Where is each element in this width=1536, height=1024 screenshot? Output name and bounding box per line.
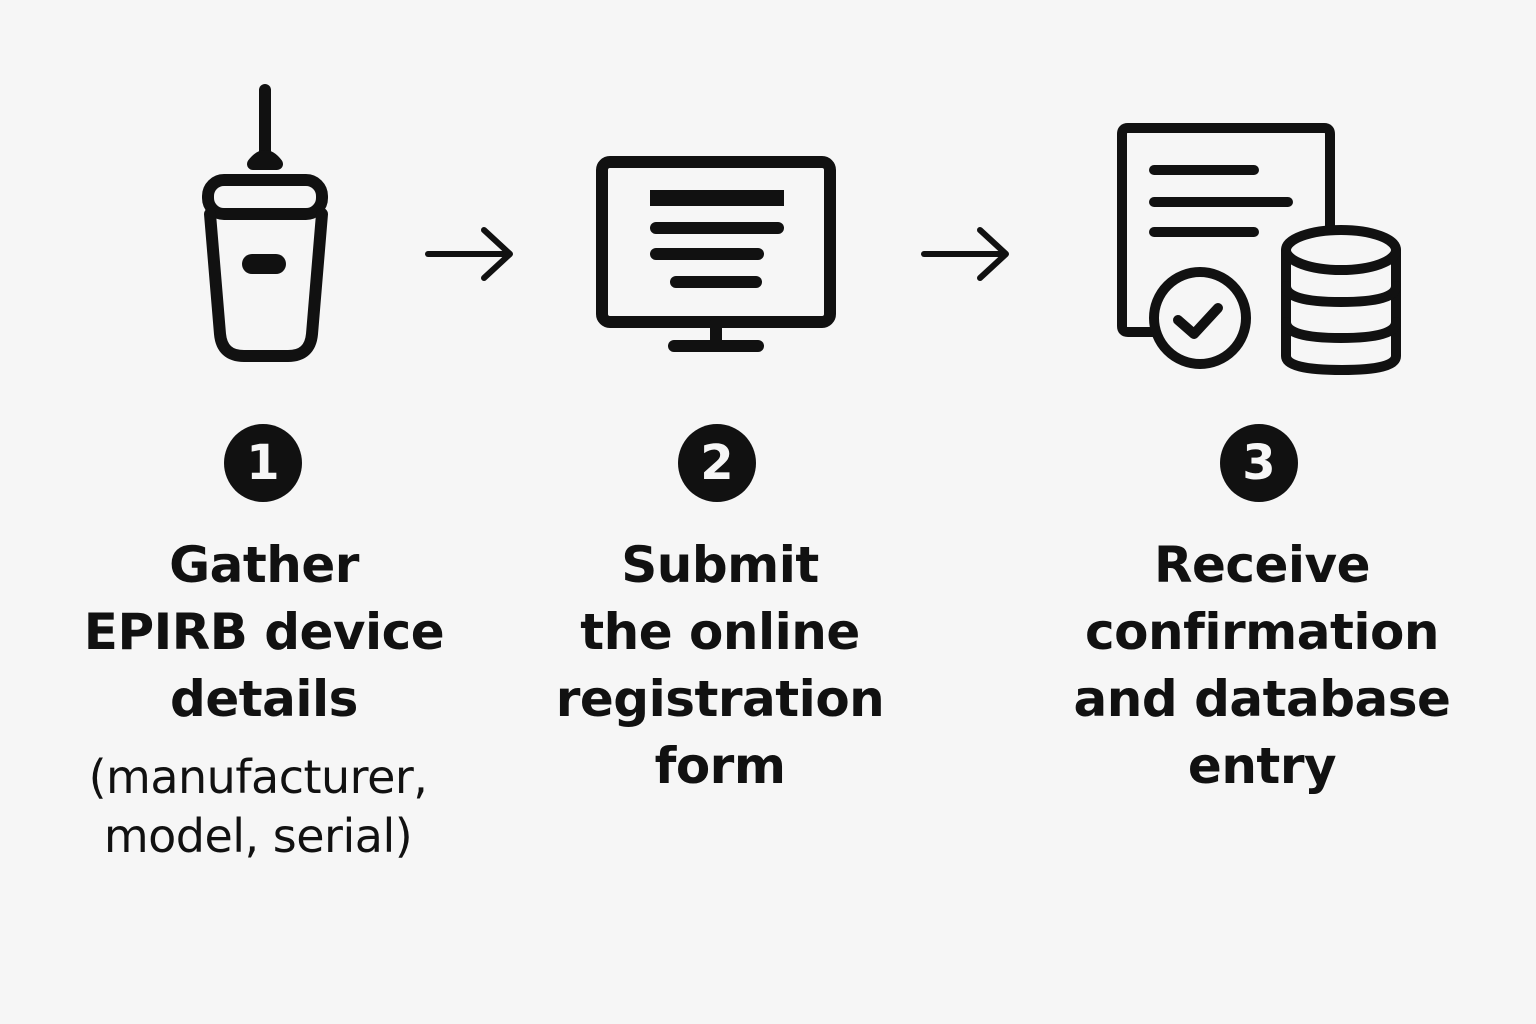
step-title: Gather EPIRB device details — [44, 532, 484, 733]
step-title-line: Submit — [621, 536, 819, 594]
step-title: Receive confirmation and database entry — [1042, 532, 1482, 800]
computer-monitor-form-icon — [594, 154, 838, 354]
step-number-badge: 1 — [224, 424, 302, 502]
step-title-line: entry — [1187, 737, 1337, 795]
step-title-line: details — [170, 670, 358, 728]
right-arrow-icon — [918, 224, 1014, 289]
step-subtitle-line: (manufacturer, — [88, 750, 428, 804]
step-title-line: EPIRB device — [83, 603, 445, 661]
step-title: Submit the online registration form — [500, 532, 940, 800]
right-arrow-icon — [422, 224, 518, 289]
step-title-line: form — [654, 737, 786, 795]
step-subtitle-line: model, serial) — [103, 809, 413, 863]
step-title-line: Gather — [169, 536, 359, 594]
step-title-line: registration — [555, 670, 885, 728]
document-check-database-icon — [1114, 120, 1406, 380]
step-title-line: and database — [1073, 670, 1451, 728]
step-title-line: the online — [580, 603, 860, 661]
step-number-badge: 3 — [1220, 424, 1298, 502]
epirb-beacon-icon — [196, 84, 336, 366]
step-number-badge: 2 — [678, 424, 756, 502]
step-subtitle: (manufacturer, model, serial) — [38, 748, 478, 866]
step-title-line: confirmation — [1085, 603, 1439, 661]
step-title-line: Receive — [1153, 536, 1371, 594]
